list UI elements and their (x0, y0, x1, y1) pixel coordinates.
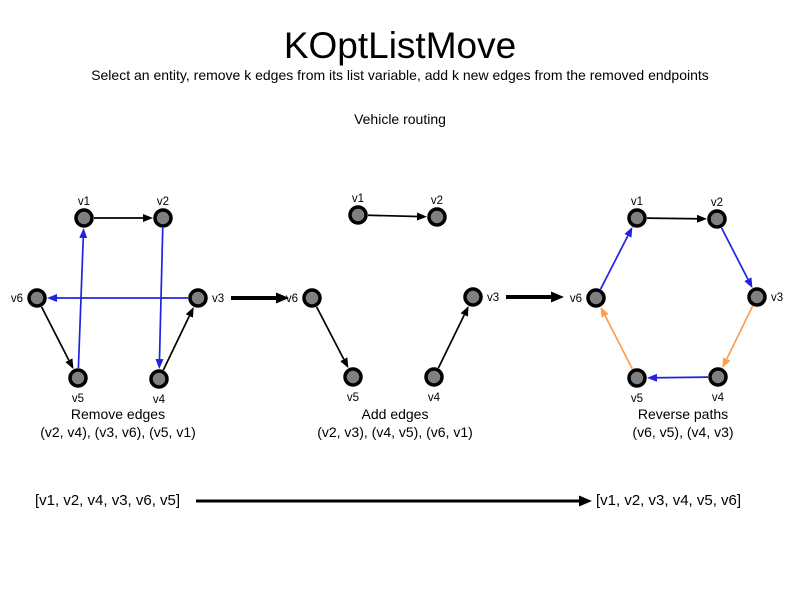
edge-v4-v3 (162, 307, 194, 371)
node-label-v3: v3 (212, 293, 224, 305)
node-label-v6: v6 (570, 293, 582, 305)
sequence-after: [v1, v2, v3, v4, v5, v6] (596, 492, 742, 509)
node-label-v5: v5 (347, 392, 359, 404)
node-label-v4: v4 (712, 392, 725, 404)
edge-v6-v1 (599, 226, 633, 290)
caption-add-edges-title: Add edges (361, 406, 429, 422)
node-label-v3: v3 (771, 292, 783, 304)
edge-v6-v5 (40, 306, 74, 370)
node-label-v1: v1 (352, 193, 364, 205)
edge-v3-v4 (722, 305, 754, 369)
page-title: KOptListMove (283, 25, 517, 66)
node-label-v1: v1 (631, 196, 643, 208)
caption-reverse-paths-title: Reverse paths (637, 406, 729, 422)
graph-remove-edges: v1 v2 v6 v3 v5 v4 (11, 196, 224, 406)
node-v2 (427, 207, 447, 227)
edge-v1-v2 (367, 212, 428, 221)
caption-reverse-paths: Reverse paths (v6, v5), (v4, v3) (573, 405, 793, 441)
node-label-v3: v3 (487, 292, 499, 304)
edge-v5-v6 (600, 306, 634, 370)
node-v2 (153, 208, 173, 228)
caption-remove-edges-detail: (v2, v4), (v3, v6), (v5, v1) (40, 424, 196, 440)
node-label-v1: v1 (78, 196, 90, 208)
node-v2 (707, 209, 727, 229)
node-label-v4: v4 (428, 392, 441, 404)
node-v1 (348, 205, 368, 225)
graphs-layer: v1 v2 v6 v3 v5 v4 v1 v2 v6 v3 v5 v4 v1 v2 v6 v3 v5 v4 (11, 193, 783, 406)
node-v6 (586, 288, 606, 308)
node-label-v2: v2 (431, 195, 443, 207)
edge-v4-v5 (646, 373, 709, 382)
node-v4 (708, 367, 728, 387)
node-label-v6: v6 (286, 293, 298, 305)
caption-remove-edges: Remove edges (v2, v4), (v3, v6), (v5, v1… (8, 405, 228, 441)
node-label-v6: v6 (11, 293, 23, 305)
section-label: Vehicle routing (354, 111, 446, 127)
node-v3 (188, 288, 208, 308)
edge-v2-v4 (155, 227, 164, 370)
node-v3 (463, 287, 483, 307)
graph-reverse-paths: v1 v2 v6 v3 v5 v4 (570, 196, 783, 405)
node-v1 (74, 208, 94, 228)
edge-v4-v3 (437, 305, 469, 369)
edge-v5-v1 (77, 227, 88, 369)
node-v4 (424, 367, 444, 387)
node-label-v5: v5 (631, 393, 643, 405)
edge-v1-v2 (646, 214, 708, 223)
graph-add-edges: v1 v2 v6 v3 v5 v4 (286, 193, 499, 404)
sequence-before: [v1, v2, v4, v3, v6, v5] (35, 492, 181, 509)
caption-add-edges-detail: (v2, v3), (v4, v5), (v6, v1) (317, 424, 473, 440)
node-v5 (627, 368, 647, 388)
node-label-v2: v2 (157, 196, 169, 208)
node-v5 (343, 367, 363, 387)
node-label-v5: v5 (72, 393, 84, 405)
node-label-v4: v4 (153, 394, 166, 406)
caption-remove-edges-title: Remove edges (70, 406, 166, 422)
edge-v6-v5 (315, 306, 349, 369)
node-v3 (747, 287, 767, 307)
caption-reverse-paths-detail: (v6, v5), (v4, v3) (632, 424, 734, 440)
node-v5 (68, 368, 88, 388)
node-v4 (149, 369, 169, 389)
node-v6 (302, 288, 322, 308)
node-v6 (27, 288, 47, 308)
node-v1 (627, 208, 647, 228)
subtitle: Select an entity, remove k edges from it… (91, 67, 709, 83)
edge-v2-v3 (720, 227, 753, 289)
caption-add-edges: Add edges (v2, v3), (v4, v5), (v6, v1) (285, 405, 505, 441)
node-label-v2: v2 (711, 197, 723, 209)
